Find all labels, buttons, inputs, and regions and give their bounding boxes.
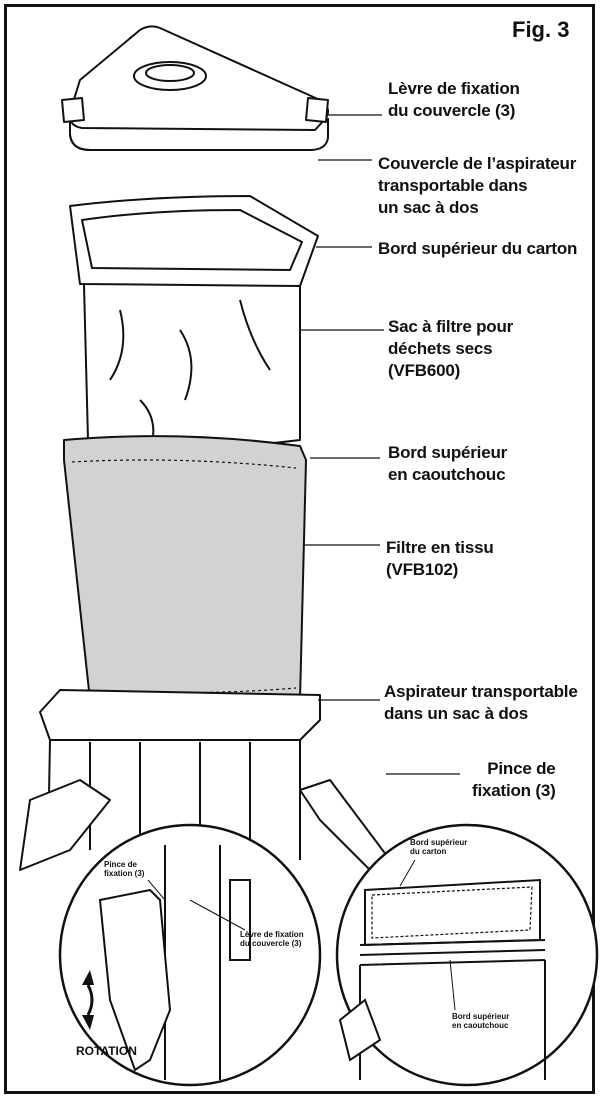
cloth-filter [63, 435, 307, 704]
callout-leaders [300, 114, 460, 775]
detail-right-rubber-label: Bord supérieur en caoutchouc [452, 1012, 510, 1031]
vacuum-body [19, 689, 391, 881]
callout-rubber-edge: Bord supérieur en caoutchouc [388, 443, 508, 484]
detail-left-latch-label: Lèvre de fixation du couvercle (3) [240, 930, 304, 949]
callout-cardboard-edge: Bord supérieur du carton [378, 239, 578, 258]
callout-clamp: Pince de fixation (3) [472, 759, 556, 800]
rotation-label: ROTATION [76, 1044, 137, 1058]
vacuum-lid [61, 25, 329, 151]
callout-vacuum: Aspirateur transportable dans un sac à d… [384, 682, 578, 723]
figure-frame [4, 4, 595, 1094]
dry-filter-bag [69, 195, 319, 456]
callout-lid: Couvercle de l’aspirateur transportable … [378, 154, 577, 217]
callout-lid-latch: Lèvre de fixation du couvercle (3) [388, 79, 520, 120]
detail-left-latch [58, 823, 322, 1087]
detail-left-clamp-label: Pince de fixation (3) [104, 860, 145, 879]
figure-label: Fig. 3 [512, 17, 570, 42]
callout-filter-bag: Sac à filtre pour déchets secs (VFB600) [388, 317, 514, 380]
callout-cloth-filter: Filtre en tissu (VFB102) [386, 538, 494, 579]
detail-right-edges [335, 823, 599, 1087]
detail-right-cardboard-label: Bord supérieur du carton [410, 838, 468, 857]
